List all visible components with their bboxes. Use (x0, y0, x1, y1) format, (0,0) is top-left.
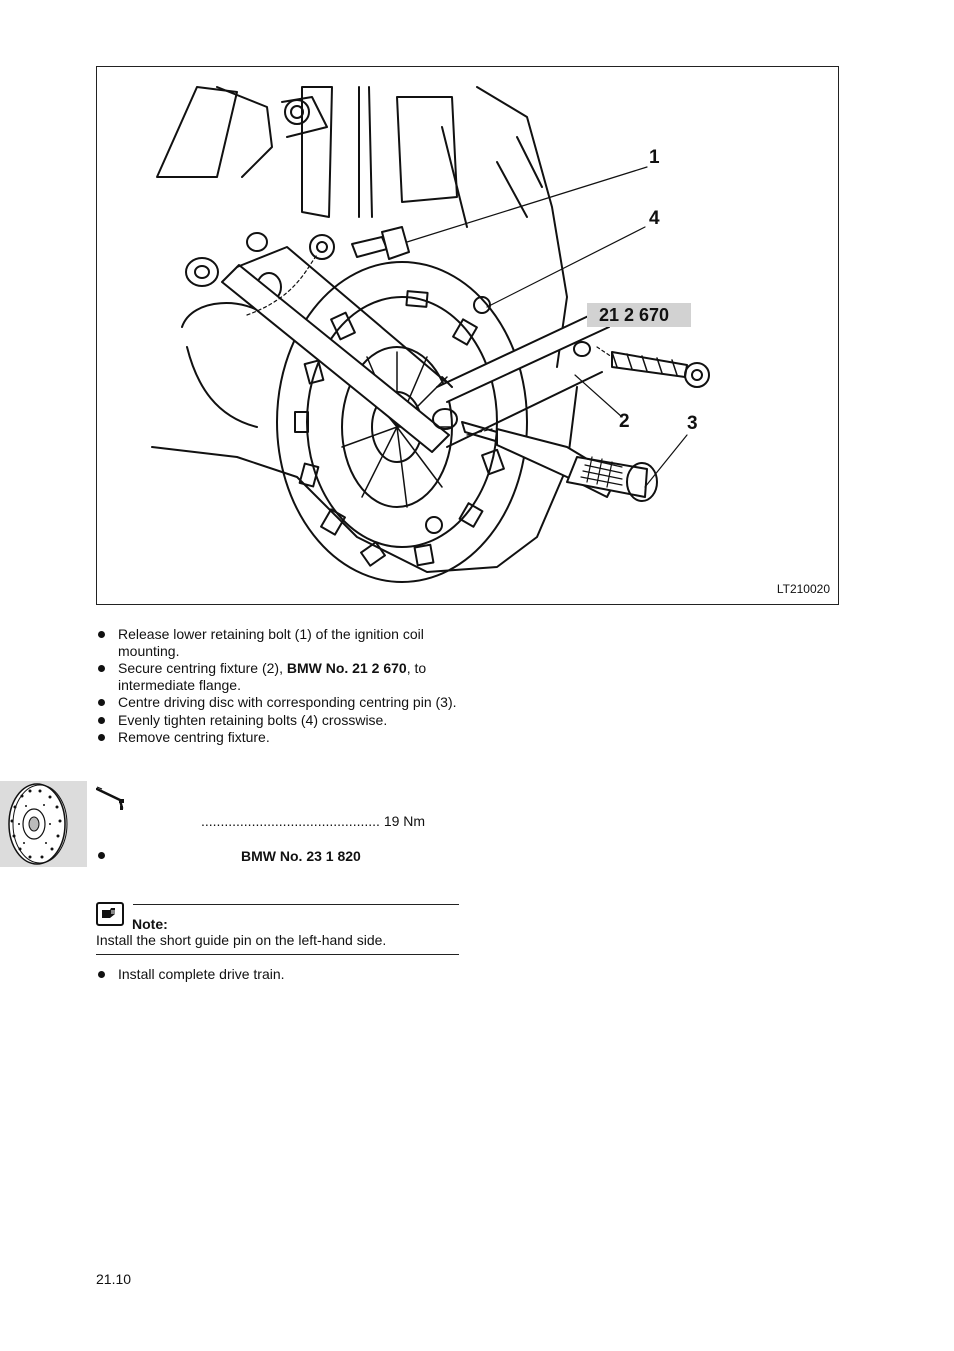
step-text: Remove centring fixture. (118, 729, 270, 745)
note-divider-top (133, 904, 459, 905)
bullet-icon (98, 631, 105, 638)
bullet-icon (98, 716, 105, 724)
torque-leader-dots: ........................................… (201, 813, 380, 829)
list-item: Centre driving disc with corresponding c… (96, 694, 460, 711)
step-text: Evenly tighten retaining bolts (4) cross… (118, 711, 388, 728)
torque-spec: ........................................… (201, 813, 459, 829)
callout-3: 3 (687, 413, 698, 434)
note-text: Install the short guide pin on the left-… (96, 932, 387, 948)
callout-1: 1 (649, 147, 660, 168)
note-title: Note: (132, 916, 168, 932)
bullet-icon (98, 852, 105, 859)
tool-number-label: 21 2 670 (587, 303, 691, 327)
step-tool-number: BMW No. 21 2 670 (286, 660, 407, 676)
step-text-pre: Secure centring fixture (2), (118, 660, 287, 676)
figure-id: LT210020 (776, 582, 830, 596)
bullet-icon (98, 699, 105, 706)
note-divider-bottom (96, 954, 459, 955)
list-item: Secure centring fixture (2), BMW No. 21 … (96, 660, 460, 693)
special-tool-number: BMW No. 23 1 820 (241, 848, 361, 864)
list-item: Evenly tighten retaining bolts (4) cross… (96, 712, 460, 729)
step-text: Release lower retaining bolt (1) of the … (118, 626, 424, 659)
procedure-steps: Release lower retaining bolt (1) of the … (96, 626, 460, 747)
page-number: 21.10 (96, 1271, 132, 1287)
bullet-icon (98, 971, 105, 978)
chapter-tab (0, 781, 87, 867)
list-item: Release lower retaining bolt (1) of the … (96, 626, 460, 659)
bullet-icon (98, 734, 105, 741)
note-hand-icon (96, 902, 124, 926)
list-item: Install complete drive train. (96, 966, 460, 982)
callout-2: 2 (619, 411, 630, 432)
bullet-icon (98, 665, 105, 672)
list-item: Remove centring fixture. (96, 729, 460, 746)
illustration-frame: 1 4 2 3 21 2 670 LT210020 (96, 66, 839, 605)
step-text: Install complete drive train. (118, 966, 285, 982)
clutch-disc-icon (8, 783, 68, 865)
torque-wrench-icon (96, 786, 124, 810)
torque-value: 19 Nm (383, 813, 426, 829)
clutch-centring-illustration (151, 86, 710, 583)
step-text: Centre driving disc with corresponding c… (118, 694, 457, 710)
step-text-post: , to intermediate flange. (118, 660, 427, 693)
callout-4: 4 (649, 208, 660, 229)
